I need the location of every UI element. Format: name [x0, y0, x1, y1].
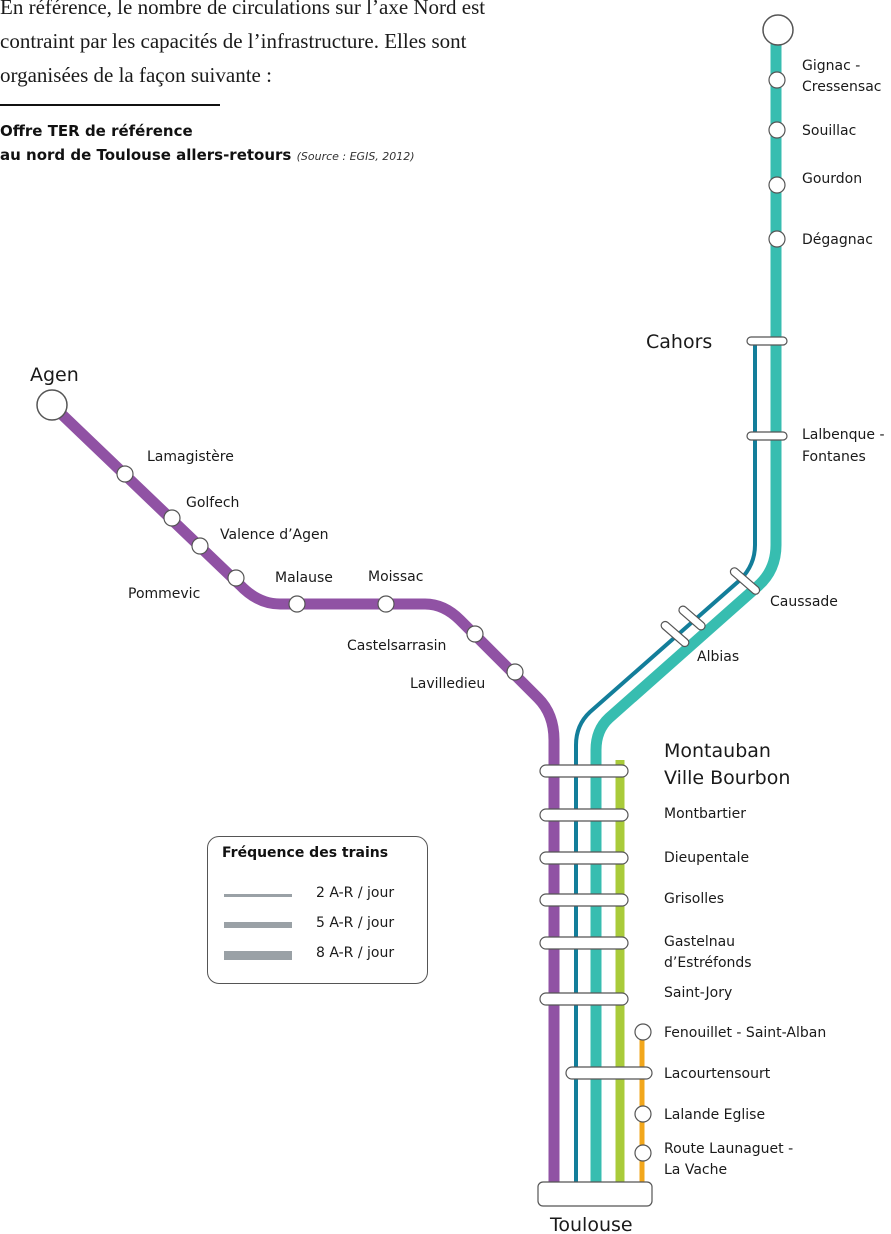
label-golfech: Golfech — [186, 495, 239, 511]
station-lavilledieu — [506, 663, 524, 681]
label-souillac: Souillac — [802, 123, 856, 139]
label-valence: Valence d’Agen — [220, 527, 329, 543]
legend-box: Fréquence des trains 2 A-R / jour 5 A-R … — [207, 836, 428, 984]
station-route-launaguet — [634, 1144, 652, 1162]
label-lacourtensourt: Lacourtensourt — [664, 1066, 771, 1082]
brive-line-teal — [590, 30, 782, 1190]
agen-line — [46, 399, 560, 1196]
label-saint-jory: Saint-Jory — [664, 985, 732, 1001]
label-grisolles: Grisolles — [664, 891, 724, 907]
label-pommevic: Pommevic — [128, 586, 200, 602]
intro-paragraph: En référence, le nombre de circulations … — [0, 0, 725, 92]
label-montauban-2: Ville Bourbon — [664, 767, 790, 789]
label-albias: Albias — [697, 649, 739, 665]
legend-label: 2 A-R / jour — [316, 885, 395, 901]
label-gignac-2: Cressensac — [802, 79, 881, 95]
station-dieupentale — [539, 851, 629, 865]
label-lalbenque-2: Fontanes — [802, 449, 866, 465]
cahors-line-blue — [574, 343, 757, 1190]
station-montbartier — [539, 808, 629, 822]
intro-line: En référence, le nombre de circulations … — [0, 0, 486, 19]
station-agen — [36, 389, 68, 421]
station-brive-terminus — [762, 14, 794, 46]
label-montauban-1: Montauban — [664, 740, 771, 762]
station-albias-1 — [660, 620, 690, 648]
figure-source: (Source : EGIS, 2012) — [296, 150, 415, 163]
station-saint-jory — [539, 992, 629, 1006]
label-gastelnau-1: Gastelnau — [664, 934, 735, 950]
station-gourdon — [768, 176, 786, 194]
station-caussade — [729, 567, 761, 595]
station-golfech — [163, 509, 181, 527]
figure-caption-subtitle: au nord de Toulouse allers-retours (Sour… — [0, 146, 415, 164]
label-lavilledieu: Lavilledieu — [410, 676, 485, 692]
label-lalande: Lalande Eglise — [664, 1107, 765, 1123]
label-route-1: Route Launaguet - — [664, 1141, 793, 1157]
intro-line: contraint par les capacités de l’infrast… — [0, 29, 467, 53]
station-moissac — [377, 595, 395, 613]
legend-label: 5 A-R / jour — [316, 915, 395, 931]
figure-caption-subtitle-text: au nord de Toulouse allers-retours — [0, 146, 292, 164]
station-lamagistere — [116, 465, 134, 483]
label-route-2: La Vache — [664, 1162, 727, 1178]
station-fenouillet — [634, 1023, 652, 1041]
figure-caption-title: Offre TER de référence — [0, 122, 193, 140]
legend-title: Fréquence des trains — [222, 845, 389, 861]
station-pommevic — [227, 569, 245, 587]
station-castelsarrasin — [466, 625, 484, 643]
station-gastelnau — [539, 936, 629, 950]
station-souillac — [768, 121, 786, 139]
label-cahors: Cahors — [646, 331, 712, 353]
station-grisolles — [539, 893, 629, 907]
station-lalbenque — [746, 431, 788, 441]
station-albias-2 — [678, 605, 706, 631]
label-gourdon: Gourdon — [802, 171, 862, 187]
legend-item-5: 5 A-R / jour — [224, 915, 424, 935]
label-toulouse: Toulouse — [549, 1214, 633, 1234]
station-malause — [288, 595, 306, 613]
label-moissac: Moissac — [368, 569, 423, 585]
legend-line-thin — [224, 894, 292, 897]
label-caussade: Caussade — [770, 594, 838, 610]
label-lalbenque-1: Lalbenque - — [802, 427, 885, 443]
station-lalande — [634, 1105, 652, 1123]
station-valence — [191, 537, 209, 555]
station-cahors — [746, 336, 788, 346]
legend-label: 8 A-R / jour — [316, 945, 395, 961]
station-gignac — [768, 71, 786, 89]
legend-item-2: 2 A-R / jour — [224, 885, 424, 905]
label-fenouillet: Fenouillet - Saint-Alban — [664, 1025, 826, 1041]
label-degagnac: Dégagnac — [802, 232, 873, 248]
station-lacourtensourt — [565, 1066, 653, 1080]
caption-rule — [0, 104, 220, 106]
label-castelsarrasin: Castelsarrasin — [347, 638, 446, 654]
label-agen: Agen — [30, 364, 79, 386]
label-dieupentale: Dieupentale — [664, 850, 749, 866]
label-gignac-1: Gignac - — [802, 58, 860, 74]
station-degagnac — [768, 230, 786, 248]
label-lamagistere: Lamagistère — [147, 449, 234, 465]
intro-line: organisées de la façon suivante : — [0, 63, 272, 87]
legend-item-8: 8 A-R / jour — [224, 945, 424, 965]
label-montbartier: Montbartier — [664, 806, 746, 822]
legend-line-medium — [224, 922, 292, 928]
station-montauban — [539, 764, 629, 778]
station-toulouse — [537, 1181, 653, 1207]
label-malause: Malause — [275, 570, 333, 586]
label-gastelnau-2: d’Estréfonds — [664, 955, 752, 971]
legend-line-thick — [224, 951, 292, 960]
